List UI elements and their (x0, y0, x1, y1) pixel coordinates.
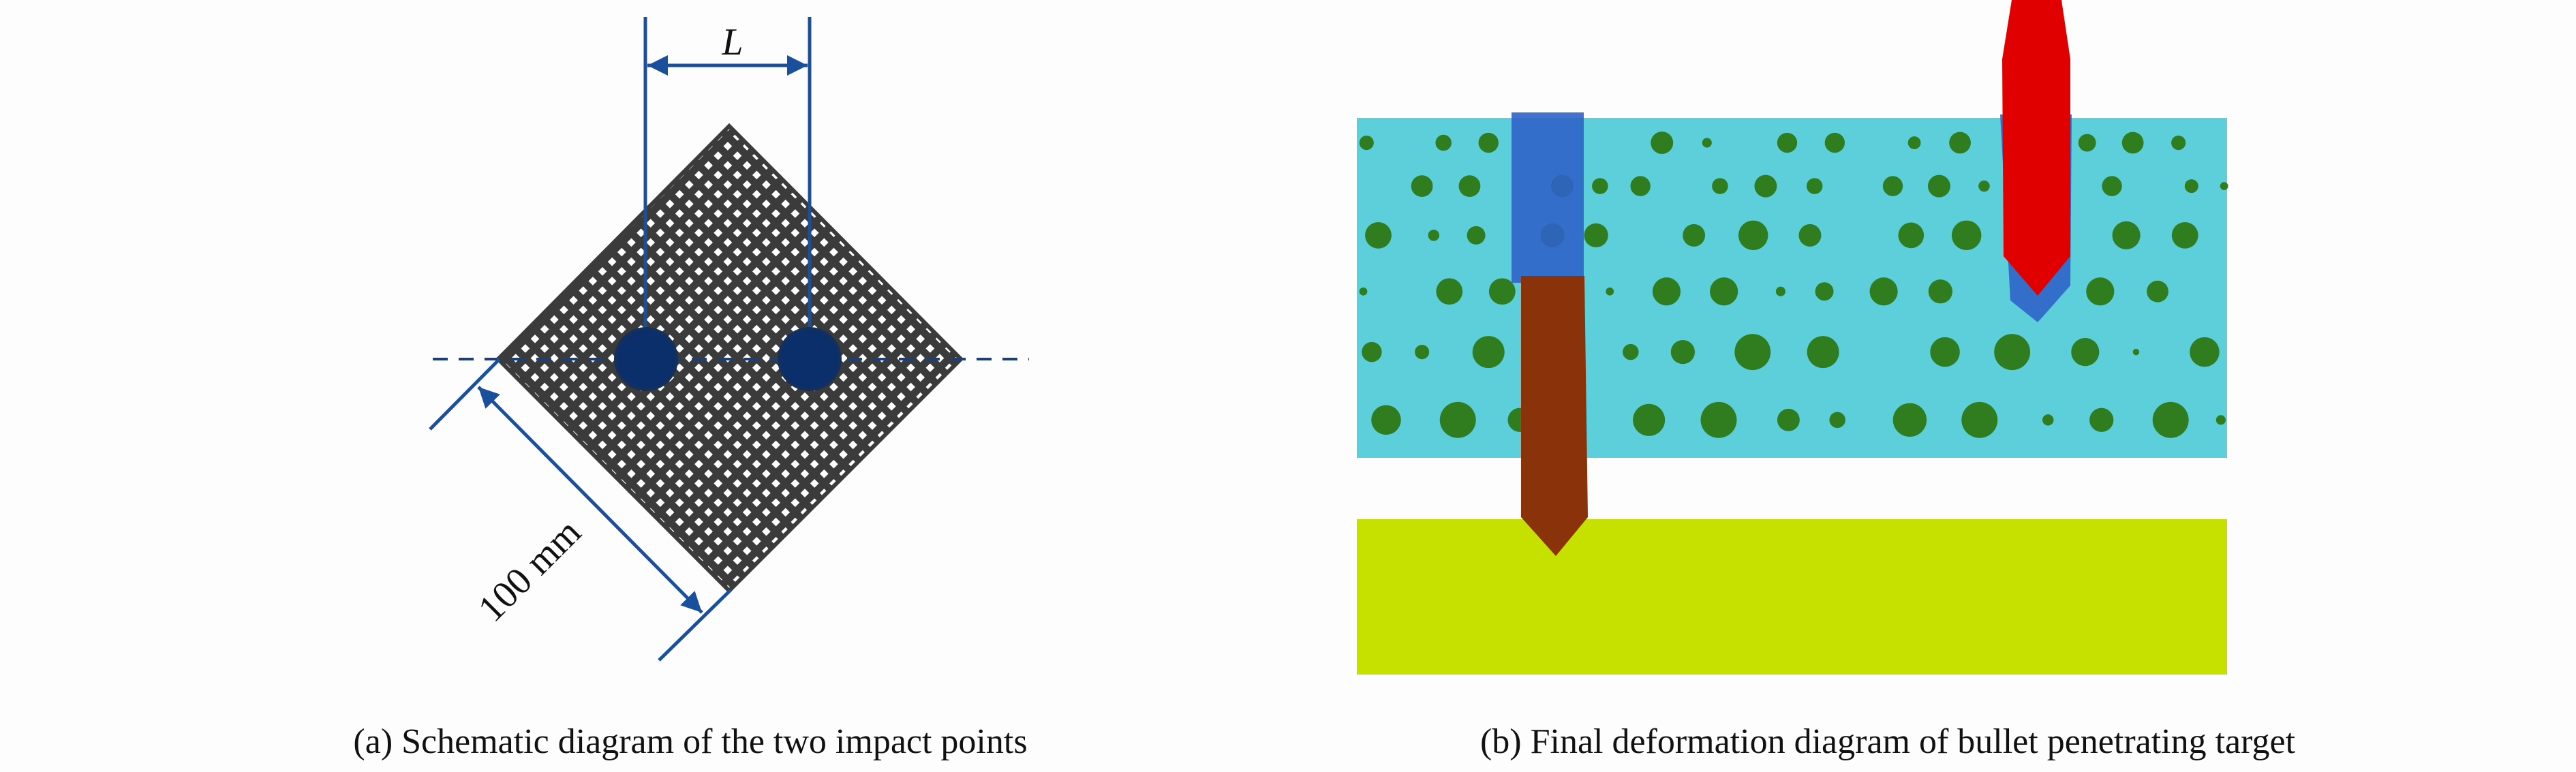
ceramic-particle (1623, 343, 1639, 360)
ceramic-particle (1359, 287, 1368, 296)
ceramic-particle (1777, 408, 1800, 431)
impact-point-1 (614, 327, 678, 391)
ceramic-particle (1362, 341, 1382, 362)
ceramic-particle (1824, 132, 1845, 153)
ceramic-particle (1592, 178, 1608, 194)
ceramic-particle (1710, 277, 1738, 306)
ceramic-particle (2071, 338, 2100, 367)
ceramic-particle (1467, 226, 1486, 245)
panel-b-simulation: (b) Final deformation diagram of bullet … (1357, 0, 2296, 761)
damage-zone-left (1512, 112, 1584, 283)
ceramic-particle (1683, 223, 1706, 247)
ceramic-particle (1436, 278, 1463, 305)
ceramic-particle (1712, 178, 1728, 194)
ceramic-particle (1702, 138, 1712, 148)
ceramic-particle (1949, 132, 1971, 154)
ceramic-particle (1882, 176, 1903, 196)
ceramic-particle (1807, 336, 1839, 369)
side-extension-line-1 (429, 358, 501, 431)
ceramic-particle (2220, 182, 2228, 191)
ceramic-particle (1738, 220, 1768, 251)
ceramic-particle (1798, 223, 1822, 247)
ceramic-particle (1869, 277, 1898, 306)
ceramic-particle (1439, 401, 1476, 438)
ceramic-particle (1458, 175, 1481, 198)
ceramic-particle (1734, 334, 1771, 371)
ceramic-particle (1754, 174, 1777, 198)
ceramic-particle (2171, 221, 2198, 249)
ceramic-particle (2089, 407, 2114, 432)
ceramic-particle (1806, 178, 1823, 194)
impact-point-2 (778, 327, 842, 391)
ceramic-particle (2086, 277, 2115, 306)
side-extension-line-2 (658, 589, 732, 662)
ceramic-particle (1775, 286, 1785, 296)
ceramic-particle (1777, 132, 1798, 153)
ceramic-particle (1478, 132, 1499, 153)
ceramic-particle (2078, 134, 2096, 152)
ceramic-particle (2215, 415, 2226, 425)
ceramic-particle (1371, 405, 1401, 435)
ceramic-particle (1961, 401, 1998, 438)
bullet-embedded (2002, 0, 2070, 296)
ceramic-particle (1428, 230, 1440, 241)
ceramic-particle (1472, 336, 1505, 369)
dimension-label-L: L (721, 21, 743, 63)
ceramic-particle (1907, 136, 1921, 149)
ceramic-particle (1951, 220, 1982, 251)
ceramic-particle (2102, 176, 2122, 196)
ceramic-particle (2132, 348, 2140, 356)
ceramic-particle (2152, 401, 2189, 438)
ceramic-particle (1892, 403, 1927, 437)
ceramic-particle (1930, 337, 1960, 367)
ceramic-particle (2112, 221, 2141, 249)
dimension-label-side: 100 mm (470, 511, 589, 630)
bullet-perforating (1521, 276, 1588, 556)
caption-a: (a) Schematic diagram of the two impact … (353, 722, 1027, 761)
ceramic-particle (1488, 278, 1516, 305)
ceramic-particle (1670, 339, 1696, 365)
panel-a-schematic: L 100 mm (a) Schematic diagram of the tw… (353, 17, 1029, 761)
ceramic-particle (1606, 287, 1614, 296)
ceramic-particle (2190, 337, 2220, 367)
ceramic-particle (2184, 179, 2198, 194)
ceramic-particle (1815, 282, 1834, 301)
ceramic-particle (1978, 180, 1990, 192)
ceramic-particles (1359, 132, 2228, 438)
ceramic-particle (2147, 280, 2168, 303)
ceramic-particle (1700, 401, 1737, 438)
ceramic-particle (1994, 334, 2031, 371)
dimension-arrow-side (477, 386, 703, 614)
ceramic-particle (1898, 222, 1925, 249)
ceramic-particle (2121, 132, 2144, 154)
ceramic-particle (1359, 135, 1374, 151)
ceramic-particle (1829, 412, 1845, 429)
ceramic-particle (2171, 135, 2186, 151)
ceramic-particle (1651, 132, 1674, 155)
ceramic-particle (1415, 345, 1430, 360)
ceramic-particle (1630, 176, 1651, 196)
ceramic-particle (1365, 221, 1392, 249)
caption-b: (b) Final deformation diagram of bullet … (1480, 722, 2296, 761)
ceramic-particle (1584, 223, 1608, 248)
ceramic-particle (1633, 403, 1666, 436)
ceramic-particle (1928, 279, 1953, 304)
ceramic-particle (1435, 134, 1452, 151)
back-plate (1357, 519, 2227, 675)
ceramic-particle (2042, 414, 2054, 426)
ceramic-particle (1652, 277, 1681, 306)
ceramic-particle (1927, 174, 1950, 198)
ceramic-particle (1411, 175, 1433, 198)
